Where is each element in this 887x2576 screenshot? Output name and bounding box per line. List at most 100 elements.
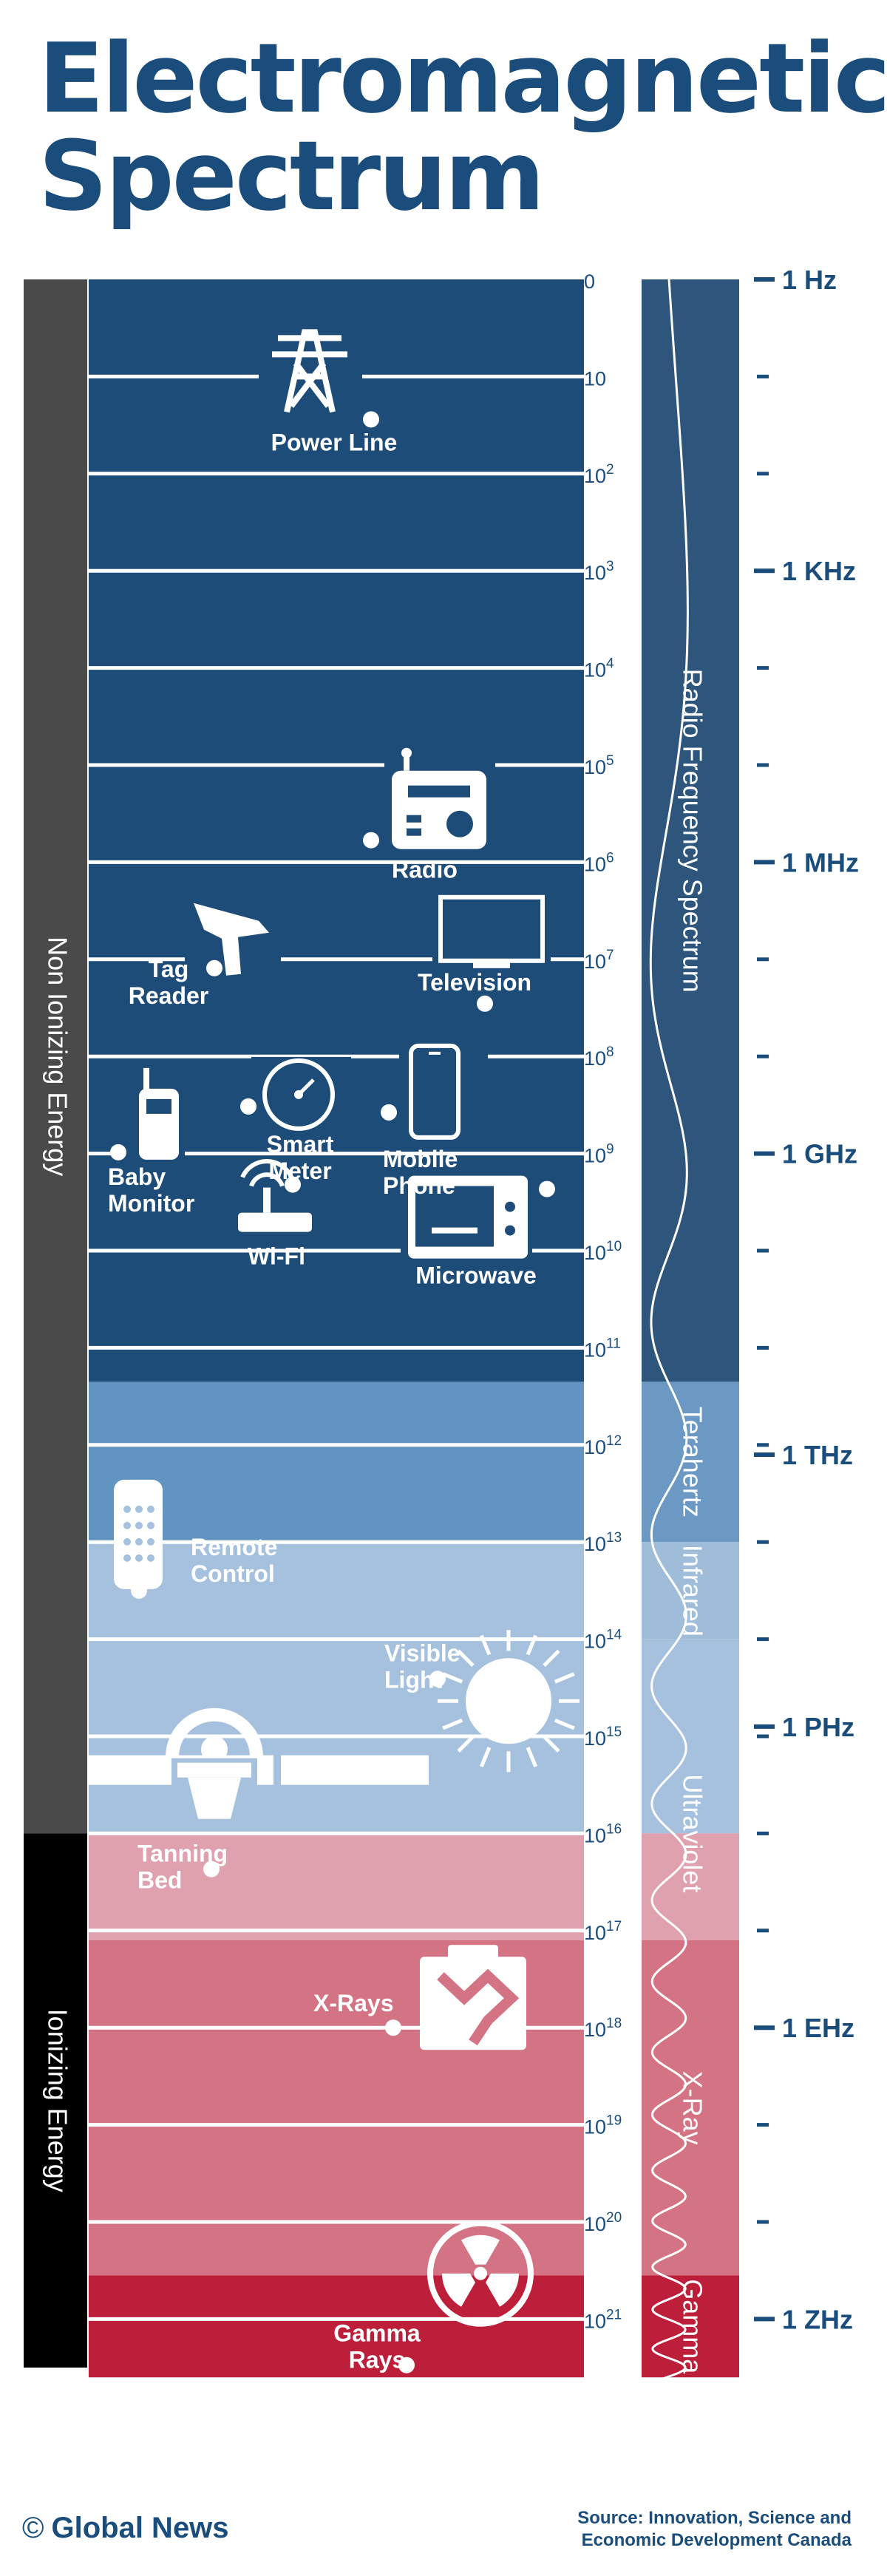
smart-meter-dot	[240, 1098, 256, 1115]
router-icon	[238, 1159, 312, 1232]
freq-label-5: 1 PHz	[782, 1712, 854, 1742]
source-line-1: Source: Innovation, Science and	[577, 2508, 852, 2528]
power-line-dot	[363, 411, 379, 428]
power-line-label-line: Power Line	[271, 429, 398, 455]
visible-light-label-line: Visible	[384, 1639, 461, 1666]
remote-control-dot	[131, 1582, 147, 1599]
visible-light-label-line: Light	[384, 1666, 443, 1693]
panel-band-3	[642, 1639, 739, 1834]
sun-icon	[438, 1630, 580, 1773]
tag-reader-label-line: Tag	[149, 956, 189, 982]
freq-label-3: 1 GHz	[782, 1139, 857, 1169]
global-news-logo[interactable]: ©Global News	[22, 2512, 229, 2545]
tag-reader-dot	[206, 959, 222, 976]
wavelength-label-17: 1017	[584, 1919, 622, 1944]
spectrum-band-1	[89, 1382, 584, 1543]
wavelength-label-15: 1015	[584, 1724, 622, 1750]
tanning-bed-label-line: Tanning	[137, 1841, 228, 1867]
wi-fi-label-line: Wi-Fi	[248, 1243, 305, 1270]
wavelength-label-10: 1010	[584, 1239, 622, 1264]
wi-fi-dot	[285, 1176, 301, 1193]
baby-monitor-label-line: Monitor	[108, 1190, 194, 1217]
title-line-2: Spectrum	[38, 120, 545, 232]
microwave-icon	[408, 1175, 528, 1259]
baby-monitor-label-line: Baby	[108, 1163, 166, 1190]
wavelength-label-11: 1011	[584, 1336, 621, 1361]
page-title: Electromagnetic Spectrum	[38, 30, 887, 225]
energy-band-label-1: Ionizing Energy	[42, 2009, 72, 2192]
baby-monitor-dot	[110, 1143, 126, 1160]
tower-icon	[272, 329, 347, 413]
source-line-2: Economic Development Canada	[581, 2530, 852, 2550]
wavelength-label-0: 0	[584, 271, 595, 293]
tanning-bed-label-line: Bed	[137, 1867, 182, 1894]
wavelength-label-14: 1014	[584, 1628, 622, 1653]
microwave-dot	[539, 1180, 555, 1197]
wavelength-label-5: 105	[584, 753, 614, 778]
radio-dot	[363, 832, 379, 849]
remote-control-label-line: Control	[191, 1560, 275, 1587]
smart-meter-label-line: Meter	[268, 1158, 331, 1184]
freq-label-0: 1 Hz	[782, 265, 837, 295]
tanning-bed-icon	[166, 1707, 263, 1819]
region-label-2: Infrared	[677, 1545, 707, 1637]
wavelength-label-18: 1018	[584, 2016, 622, 2041]
radio-label: Radio	[392, 857, 458, 883]
frequency-wave	[649, 279, 689, 2395]
wavelength-label-16: 1016	[584, 1821, 622, 1846]
wavelength-label-7: 107	[584, 948, 614, 973]
logo-text: Global News	[51, 2512, 229, 2544]
spectrum-band-4	[89, 1833, 584, 1940]
meter-icon	[262, 1058, 335, 1131]
tag-reader-icon	[194, 903, 269, 976]
visible-light-dot	[429, 1671, 446, 1688]
title-line-1: Electromagnetic	[38, 22, 887, 135]
baby-monitor-icon	[139, 1067, 179, 1160]
mobile-phone-dot	[381, 1104, 397, 1121]
wavelength-label-2: 102	[584, 462, 614, 487]
radio-label-line: Radio	[392, 857, 458, 883]
television-label: Television	[418, 969, 531, 996]
region-label-0: Radio Frequency Spectrum	[677, 669, 707, 993]
gamma-rays-label-line: Rays	[349, 2347, 406, 2373]
wavelength-label-8: 108	[584, 1044, 614, 1070]
television-label-line: Television	[418, 969, 531, 996]
energy-band-label-0: Non Ionizing Energy	[42, 937, 72, 1176]
region-label-6: Gamma	[677, 2279, 707, 2374]
wi-fi-label: Wi-Fi	[248, 1243, 305, 1270]
freq-label-7: 1 ZHz	[782, 2304, 853, 2334]
tanning-bed-band-2	[281, 1755, 429, 1785]
radio-icon	[392, 747, 486, 849]
power-line-label: Power Line	[271, 429, 398, 455]
wavelength-label-12: 1012	[584, 1433, 622, 1458]
x-rays-label: X-Rays	[313, 1990, 394, 2016]
microwave-label: Microwave	[415, 1262, 537, 1289]
tv-icon	[438, 894, 545, 968]
panel-band-6	[642, 2275, 739, 2378]
gamma-rays-label-line: Gamma	[333, 2320, 421, 2347]
freq-label-4: 1 THz	[782, 1440, 853, 1470]
tag-reader-label-line: Reader	[129, 982, 209, 1009]
wavelength-label-1: 10	[584, 367, 606, 390]
gamma-rays-dot	[398, 2356, 415, 2373]
wavelength-label-20: 1020	[584, 2210, 622, 2235]
microwave-label-line: Microwave	[415, 1262, 537, 1289]
x-rays-label-line: X-Rays	[313, 1990, 394, 2016]
remote-control-label-line: Remote	[191, 1534, 277, 1560]
mobile-phone-bg	[399, 1045, 488, 1142]
freq-label-1: 1 KHz	[782, 556, 856, 586]
tanning-bed-dot	[203, 1860, 220, 1877]
freq-label-2: 1 MHz	[782, 847, 859, 877]
spectrum-band-2	[89, 1542, 584, 1639]
region-label-3: Ultraviolet	[677, 1774, 707, 1892]
mobile-phone-label-line: Phone	[383, 1172, 455, 1199]
wavelength-label-21: 1021	[584, 2307, 622, 2332]
